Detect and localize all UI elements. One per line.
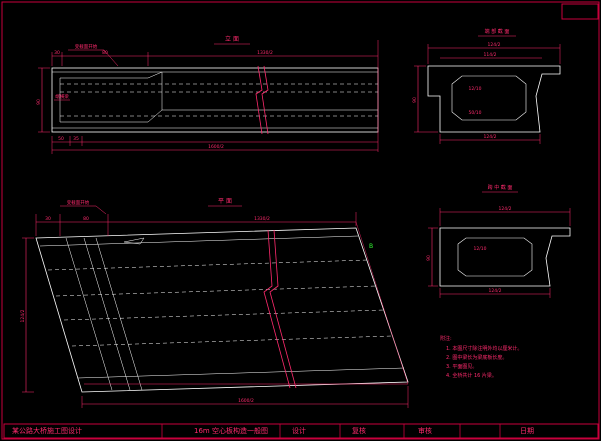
- plan-dim-3: 1330/2: [254, 216, 270, 222]
- title-block-review: 审核: [418, 427, 432, 435]
- elevation-leader-top: 变截面开始: [75, 43, 98, 50]
- section-end-inner-b: 50/10: [469, 110, 482, 116]
- title-block-project: 某公路大桥施工图设计: [12, 427, 82, 435]
- plan-title: 平 面: [218, 198, 232, 205]
- elevation-dim-height: 90: [36, 99, 42, 105]
- elevation-dim-bottom-2: 35: [73, 136, 79, 142]
- section-mid-void: [457, 237, 533, 277]
- section-mid-title: 跨 中 截 面: [488, 184, 513, 191]
- title-block-check: 复核: [352, 427, 366, 435]
- plan-leader-top: 变截面开始: [67, 199, 90, 206]
- section-end-void: [451, 75, 527, 121]
- plan-dim-2: 80: [83, 216, 89, 222]
- frame-corner-box: [561, 3, 599, 20]
- notes-item: 4. 全桥共计 16 片梁。: [446, 373, 497, 379]
- section-end-outline: [427, 65, 561, 133]
- elevation-dim-1: 30: [54, 50, 60, 56]
- elevation-title: 立 面: [225, 35, 239, 43]
- section-end-dim-flange: 114/2: [484, 52, 497, 58]
- section-end-inner-a: 12/10: [469, 86, 482, 92]
- section-mid-outline: [439, 227, 571, 287]
- plan-dim-height: 124/2: [20, 309, 26, 322]
- title-block-drawing-name: 16m 空心板构造一般图: [194, 427, 268, 435]
- plan-marker: B: [369, 243, 373, 250]
- elevation-view: 立 面 30 80 1330/2 50 35 1600/2 90 变截面开始 端…: [36, 35, 379, 154]
- section-end-title: 端 部 截 面: [485, 28, 510, 35]
- notes-item: 2. 图中梁长为梁底板长度。: [446, 355, 508, 361]
- notes-block: 附注: 1. 本图尺寸除注明外均以厘米计。 2. 图中梁长为梁底板长度。 3. …: [440, 336, 590, 379]
- section-mid: 跨 中 截 面 124/2 124/2 90 12/10: [426, 184, 571, 298]
- title-block: [3, 423, 599, 439]
- notes-item: 3. 平面图见。: [446, 364, 478, 370]
- elevation-dim-bottom-1: 50: [58, 136, 64, 142]
- section-end: 端 部 截 面 124/2 114/2 124/2 90 12/10 50/10: [412, 28, 561, 144]
- section-end-dim-height: 90: [412, 97, 418, 103]
- section-end-dim-overall: 124/2: [488, 42, 501, 48]
- elevation-dim-2: 80: [102, 50, 108, 56]
- elevation-dim-3: 1330/2: [257, 50, 273, 56]
- section-end-dim-bottom: 124/2: [484, 134, 497, 140]
- elevation-dim-total: 1600/2: [208, 144, 224, 150]
- section-mid-dim-bottom: 124/2: [489, 288, 502, 294]
- notes-heading: 附注:: [440, 336, 452, 342]
- elevation-beam-outline: [51, 67, 379, 133]
- title-block-date: 日期: [520, 427, 534, 435]
- section-mid-dim-height: 90: [426, 255, 432, 261]
- plan-dim-total: 1600/2: [238, 398, 254, 404]
- plan-view: 平 面 30 80 1330/2 1600/2 124/2 变截面开始 B: [20, 198, 409, 408]
- plan-beam-outline: [35, 227, 409, 393]
- elevation-leader-left: 端横梁: [55, 93, 69, 100]
- section-mid-inner: 12/10: [474, 246, 487, 252]
- plan-dim-1: 30: [45, 216, 51, 222]
- notes-item: 1. 本图尺寸除注明外均以厘米计。: [446, 346, 523, 352]
- section-mid-dim-overall: 124/2: [499, 206, 512, 212]
- title-block-design: 设计: [292, 427, 306, 435]
